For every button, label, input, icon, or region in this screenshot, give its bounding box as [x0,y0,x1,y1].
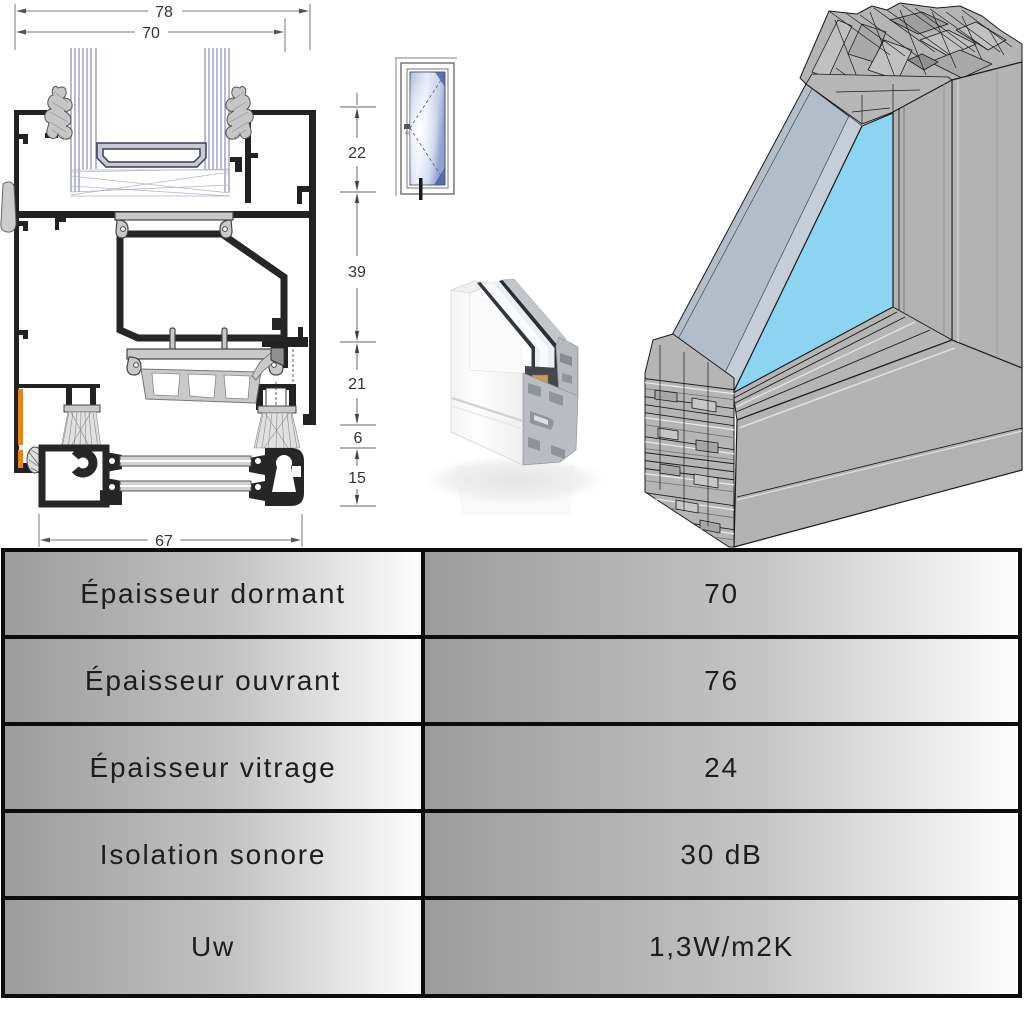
svg-text:15: 15 [348,470,366,487]
svg-text:78: 78 [155,4,173,21]
svg-text:6: 6 [354,430,363,447]
svg-text:70: 70 [142,25,160,42]
svg-text:39: 39 [348,264,366,281]
svg-text:67: 67 [155,533,173,550]
svg-text:21: 21 [348,376,366,393]
svg-text:22: 22 [348,145,366,162]
